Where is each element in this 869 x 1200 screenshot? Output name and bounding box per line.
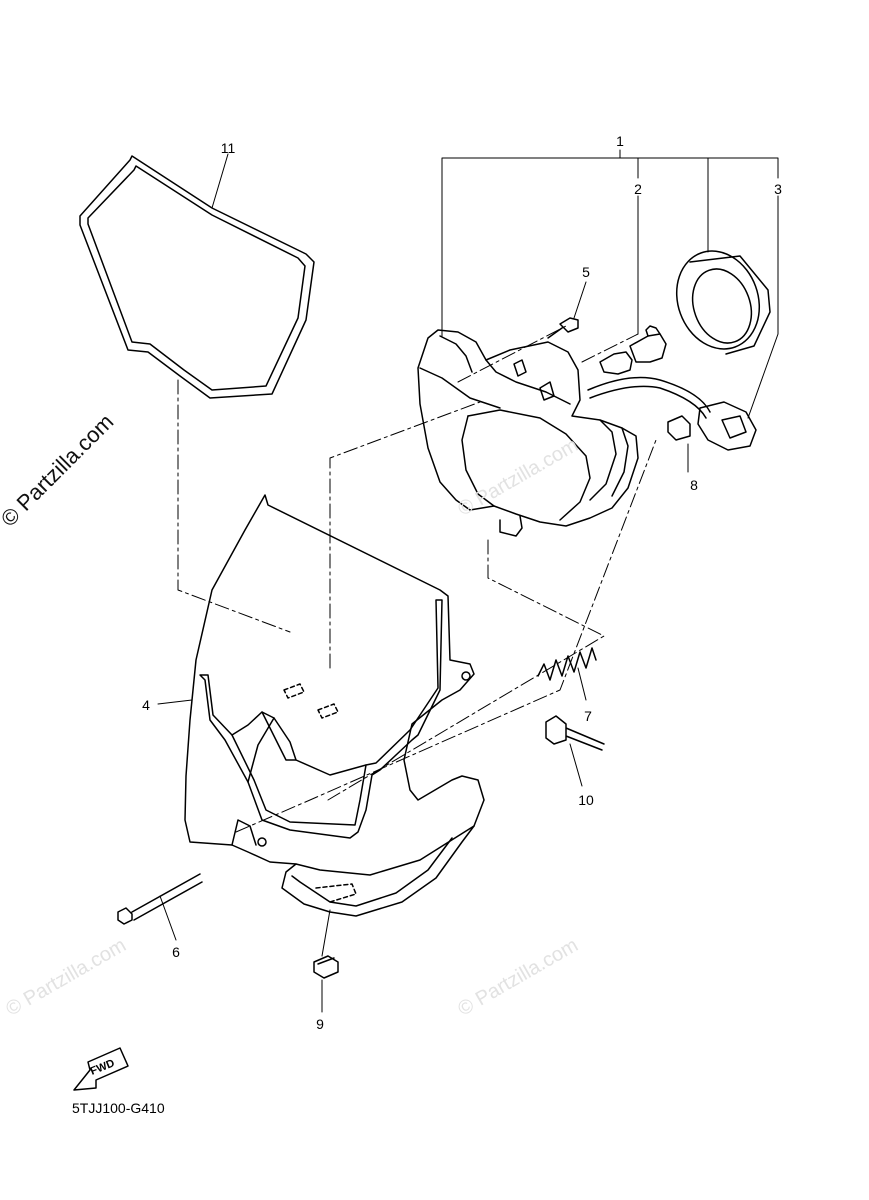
callout-9: 9 (316, 1016, 324, 1032)
callout-7: 7 (584, 708, 592, 724)
long-bolt-part-6 (117, 873, 203, 925)
callout-10: 10 (578, 792, 594, 808)
callout-1: 1 (616, 133, 624, 149)
callout-11: 11 (220, 140, 236, 156)
bolt-part-10 (545, 715, 605, 751)
diagram-code: 5TJJ100-G410 (72, 1100, 165, 1116)
bulb-part-2 (599, 325, 667, 375)
clip-part-8 (667, 415, 691, 441)
cover-cap-part-3 (675, 250, 771, 355)
callout-4: 4 (142, 697, 150, 713)
fwd-arrow-icon: FWD (73, 1047, 129, 1091)
spring-part-7 (537, 647, 597, 681)
callout-3: 3 (774, 181, 782, 197)
headlight-cowl-part-4 (184, 494, 485, 917)
headlight-unit-part-1 (417, 329, 639, 537)
seal-gasket-part-11 (79, 155, 315, 399)
leader-lines (157, 149, 779, 1013)
callout-8: 8 (690, 477, 698, 493)
assembly-lines (177, 325, 657, 833)
callout-2: 2 (634, 181, 642, 197)
callout-5: 5 (582, 264, 590, 280)
callout-6: 6 (172, 944, 180, 960)
grommet-part-9 (313, 955, 339, 979)
wire-harness (587, 376, 757, 451)
